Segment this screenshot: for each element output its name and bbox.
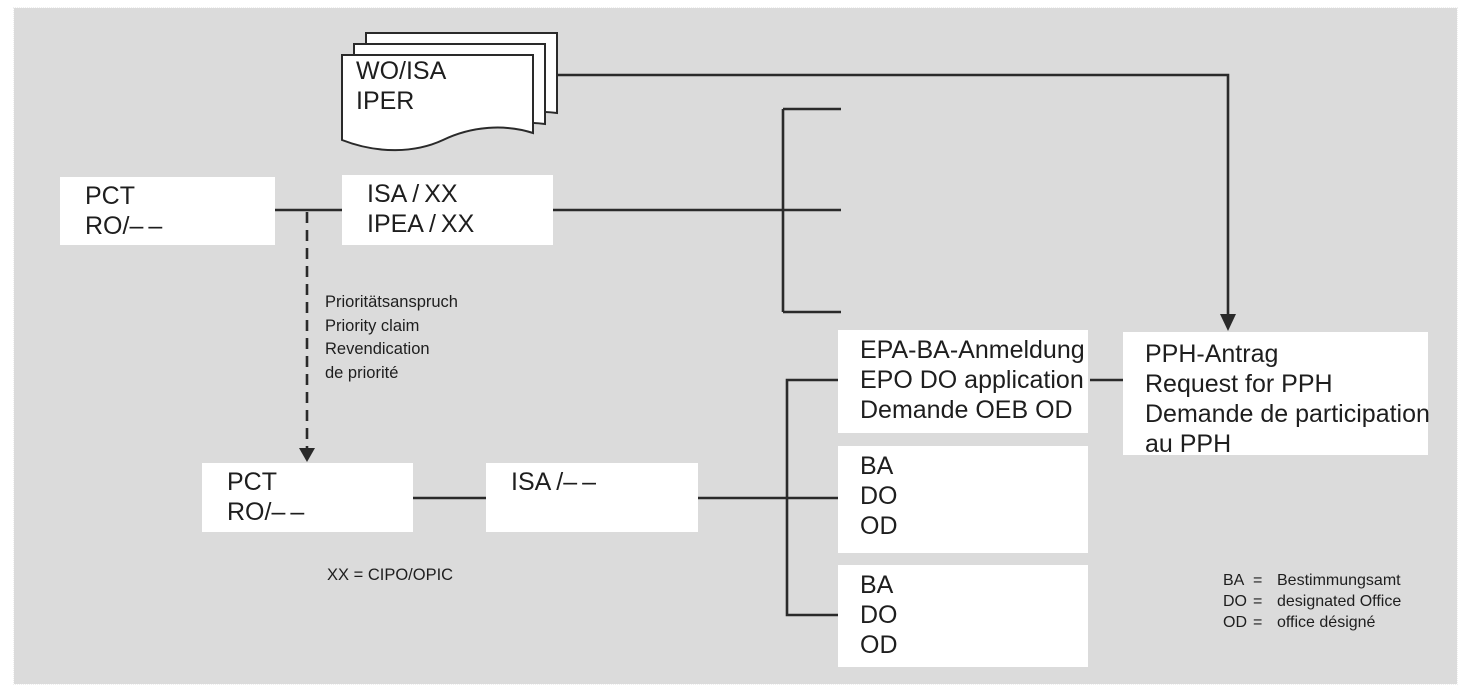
priority-claim-label: Prioritätsanspruch Priority claim Revend… (325, 291, 458, 385)
node-label-line: DO (860, 601, 898, 629)
legend-row-ba: BA = Bestimmungsamt (1223, 570, 1401, 591)
priority-claim-line: Revendication (325, 340, 430, 358)
legend-eq: = (1253, 593, 1263, 610)
node-isa-ipea-xx: ISA / XX IPEA / XX (342, 175, 553, 245)
node-label-line: PPH-Antrag (1145, 340, 1279, 368)
node-label-line: PCT (227, 468, 277, 496)
arrowhead-down-icon (299, 448, 315, 462)
node-ba-do-od-2: BA DO OD (838, 565, 1088, 667)
node-label-line: DO (860, 482, 898, 510)
node-label-line: Request for PPH (1145, 370, 1333, 398)
node-label-line: EPA-BA-Anmeldung (860, 336, 1085, 364)
legend-desc: Bestimmungsamt (1277, 572, 1401, 589)
legend-row-do: DO = designated Office (1223, 591, 1401, 612)
legend-desc: designated Office (1277, 593, 1402, 610)
node-label-line: RO/– – (85, 212, 163, 240)
node-label-line: RO/– – (227, 498, 305, 526)
node-pct-ro-top: PCT RO/– – (60, 177, 275, 245)
doc-label-line: IPER (356, 87, 415, 115)
legend: BA = Bestimmungsamt DO = designated Offi… (1223, 570, 1401, 633)
node-pct-ro-bottom: PCT RO/– – (202, 463, 413, 532)
legend-abbr: OD (1223, 614, 1247, 631)
node-label-line: Demande de participation (1145, 400, 1430, 428)
node-isa-dash: ISA /– – (486, 463, 698, 532)
xx-definition-label: XX = CIPO/OPIC (327, 566, 454, 584)
node-label-line: au PPH (1145, 430, 1232, 458)
node-label-line: BA (860, 452, 894, 480)
connector-wo-isa-to-pph (557, 73, 1230, 316)
doc-label-line: WO/ISA (356, 57, 447, 85)
node-label-line: OD (860, 631, 898, 659)
node-label-line: PCT (85, 182, 135, 210)
priority-claim-line: Priority claim (325, 316, 420, 335)
node-pph-request: PPH-Antrag Request for PPH Demande de pa… (1123, 332, 1430, 458)
node-ba-do-od-1: BA DO OD (838, 446, 1088, 553)
node-label-line: Demande OEB OD (860, 396, 1073, 424)
priority-claim-line: de priorité (325, 363, 399, 382)
node-label-line: BA (860, 571, 894, 599)
legend-abbr: BA (1223, 572, 1245, 589)
document-stack-label: WO/ISA IPER (356, 56, 446, 116)
legend-eq: = (1253, 614, 1263, 631)
node-label-line: ISA /– – (511, 468, 597, 496)
legend-eq: = (1253, 572, 1263, 589)
arrowhead-down-icon (1220, 314, 1236, 331)
node-label-line: IPEA / XX (367, 210, 475, 238)
priority-claim-line: Prioritätsanspruch (325, 293, 458, 311)
node-epa-ba-application: EPA-BA-Anmeldung EPO DO application Dema… (838, 330, 1088, 433)
legend-abbr: DO (1223, 593, 1247, 610)
node-label-line: ISA / XX (367, 180, 458, 208)
node-label-line: EPO DO application (860, 366, 1084, 394)
legend-desc: office désigné (1277, 614, 1376, 631)
document-page-icon (341, 54, 534, 152)
legend-row-od: OD = office désigné (1223, 612, 1401, 633)
node-label-line: OD (860, 512, 898, 540)
